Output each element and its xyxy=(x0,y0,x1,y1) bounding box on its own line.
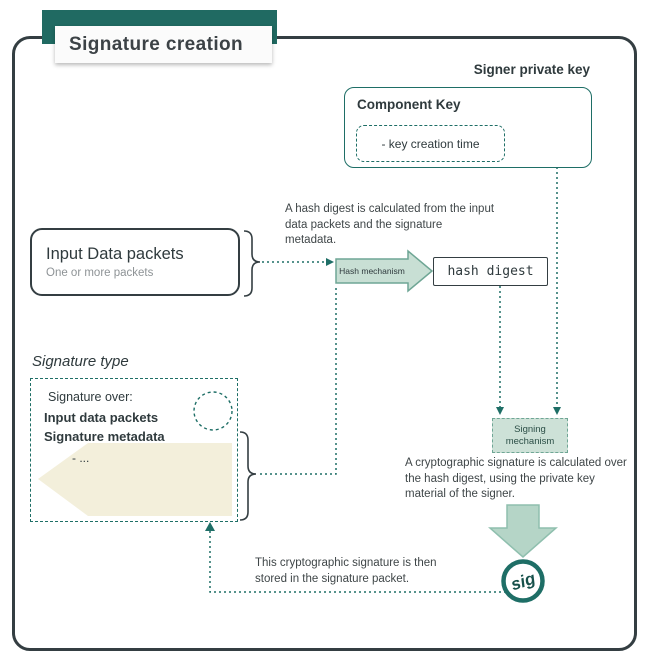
input-brace xyxy=(243,230,261,297)
stored-paragraph: This cryptographic signature is then sto… xyxy=(255,557,437,585)
sig-to-packet-connector xyxy=(209,527,506,593)
hash-digest-paragraph: A hash digest is calculated from the inp… xyxy=(285,203,495,247)
sig-icon: sig xyxy=(501,559,545,603)
signature-over-item: Signature metadata xyxy=(44,429,165,444)
signature-packet-box xyxy=(30,378,238,522)
signing-mechanism-box: Signing mechanism xyxy=(492,418,568,453)
input-data-packets-box: Input Data packets One or more packets xyxy=(30,228,240,296)
signing-mechanism-label: Signing mechanism xyxy=(505,423,555,447)
key-creation-time-label: - key creation time xyxy=(381,136,480,151)
arrowhead-up-icon xyxy=(205,522,215,531)
signing-paragraph: A cryptographic signature is calculated … xyxy=(405,457,627,501)
component-key-title: Component Key xyxy=(357,97,461,112)
arrowhead-down-icon xyxy=(496,407,504,415)
arrowhead-right-icon xyxy=(326,258,334,266)
signer-private-key-label: Signer private key xyxy=(473,62,590,77)
page-title: Signature creation xyxy=(55,26,272,63)
packet-brace xyxy=(239,431,257,521)
big-down-arrow xyxy=(488,504,558,558)
signature-over-item: - ... xyxy=(72,451,90,465)
arrowhead-down-icon xyxy=(553,407,561,415)
page-title-text: Signature creation xyxy=(69,33,244,55)
input-data-subtitle: One or more packets xyxy=(46,267,154,279)
hash-mechanism-label: Hash mechanism xyxy=(339,266,405,276)
signature-type-label: Signature type xyxy=(32,353,129,370)
key-creation-time-box: - key creation time xyxy=(356,125,505,162)
packet-to-hash-connector xyxy=(260,287,337,475)
signature-beige-arrow xyxy=(38,443,232,516)
input-data-title: Input Data packets xyxy=(46,245,184,263)
signature-over-item: Input data packets xyxy=(44,410,159,425)
signature-over-label: Signature over: xyxy=(48,390,133,404)
hash-digest-box: hash digest xyxy=(433,257,548,286)
hash-digest-label: hash digest xyxy=(447,264,534,279)
hash-mechanism-arrow xyxy=(335,249,434,293)
